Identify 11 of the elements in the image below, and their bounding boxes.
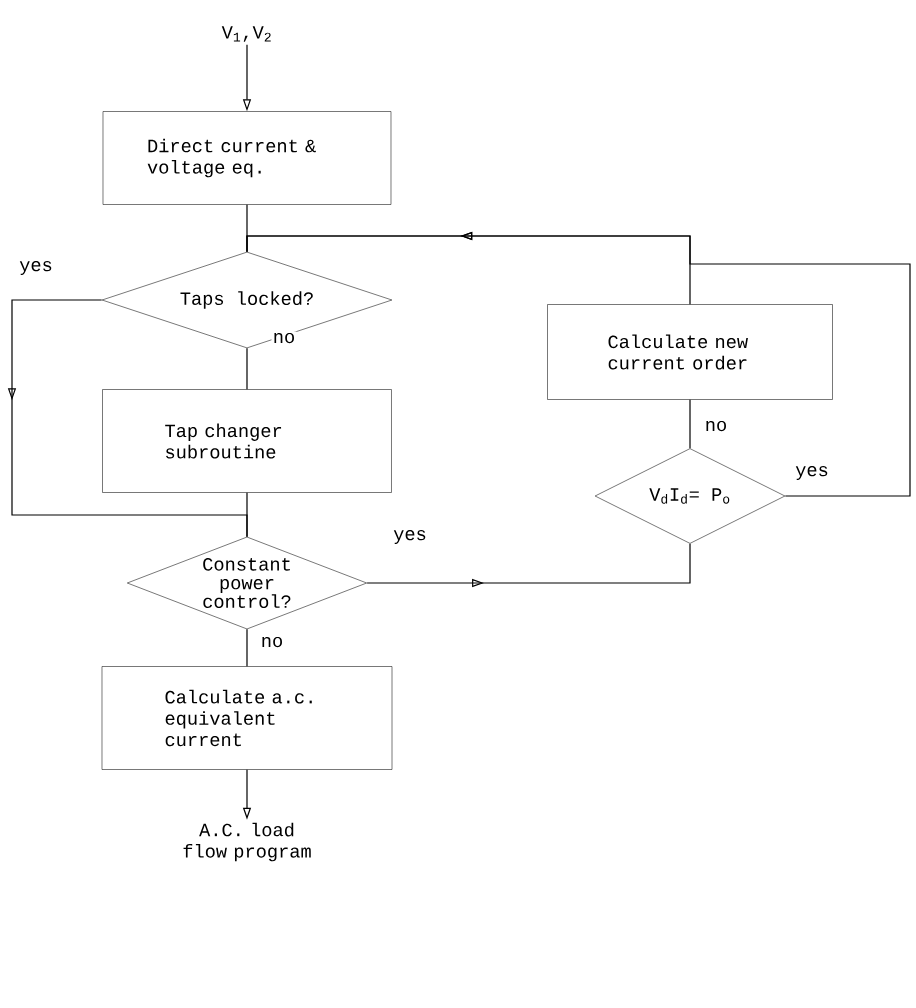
- flow-text: V$_{1}$,V$_{2}$: [221, 26, 271, 42]
- process-box: Calculate a.c. equivalent current: [101, 666, 393, 770]
- edge-label: yes: [793, 464, 831, 482]
- flow-text: A.C. load flow program: [183, 822, 311, 862]
- edge-label: yes: [17, 259, 55, 277]
- edge-label: no: [259, 635, 285, 649]
- process-box: Calculate new current order: [547, 304, 833, 400]
- edge-label: no: [703, 419, 729, 433]
- process-box: Tap changer subroutine: [102, 389, 392, 493]
- process-box: Direct current & voltage eq.: [102, 111, 392, 205]
- edge-label: yes: [391, 528, 429, 546]
